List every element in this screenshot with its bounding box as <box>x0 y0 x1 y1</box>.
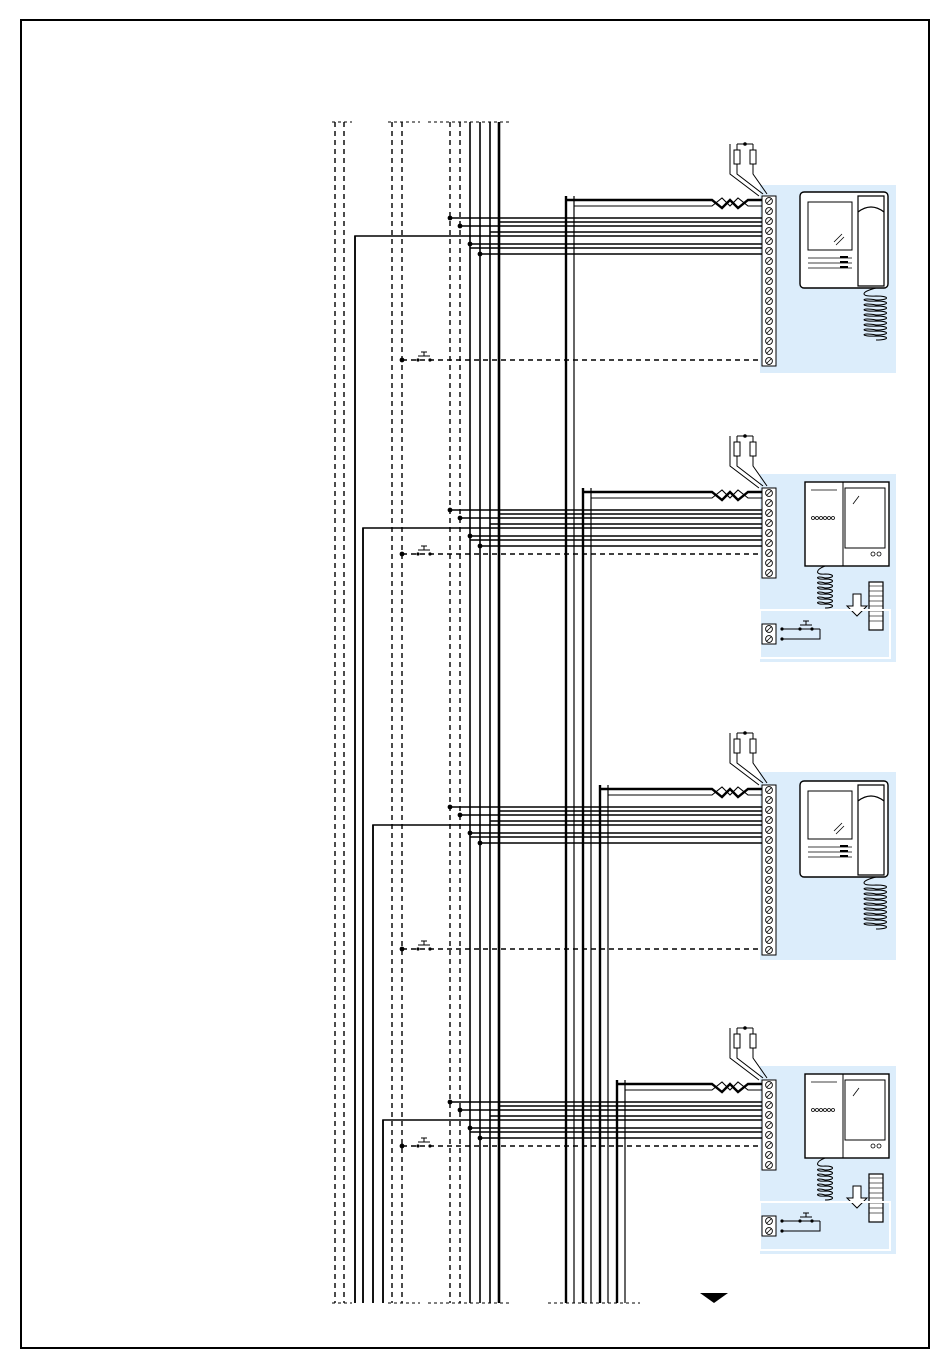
risers-layer <box>332 122 640 1303</box>
twisted-feed <box>600 787 762 797</box>
terminal-block-icon <box>762 488 776 578</box>
continuation-arrow-icon <box>700 1293 728 1303</box>
aux-terminal-block-icon <box>762 1216 776 1236</box>
feed-left-wire <box>363 528 762 1303</box>
feed-left-wire <box>373 825 762 1303</box>
terminal-block-icon <box>762 785 776 955</box>
terminal-block-icon <box>762 196 776 366</box>
feed-left-wire <box>355 236 762 1303</box>
feed-left-wire <box>383 1120 762 1303</box>
twisted-feed <box>583 490 762 500</box>
aux-terminal-block-icon <box>762 624 776 644</box>
twisted-feed <box>617 1082 762 1092</box>
terminal-block-icon <box>762 1080 776 1170</box>
twisted-feed <box>566 198 762 208</box>
